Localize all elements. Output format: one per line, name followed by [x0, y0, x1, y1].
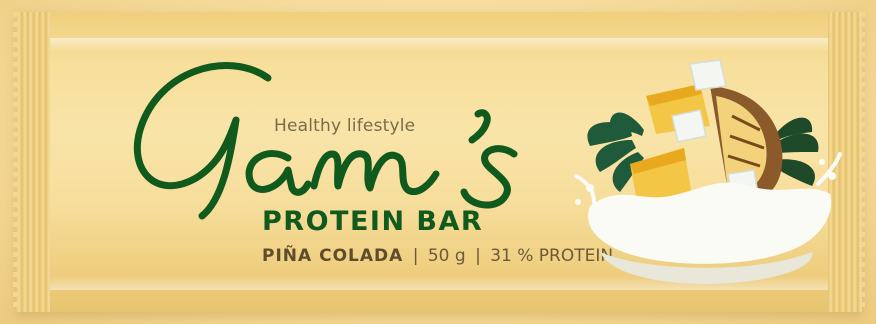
logo-letter-a	[245, 150, 312, 196]
separator: |	[412, 246, 419, 266]
protein-label: 31 % PROTEIN	[490, 246, 614, 266]
logo-letter-g	[133, 62, 272, 220]
palm-leaf-left-icon	[587, 112, 644, 192]
logo-letter-s	[460, 145, 518, 209]
product-name: PROTEIN BAR	[262, 206, 484, 237]
pineapple-coconut-milk-splash-icon	[574, 59, 842, 284]
left-serrated-edge	[13, 12, 19, 312]
separator: |	[475, 246, 481, 266]
top-foil-shine	[50, 38, 828, 52]
bottom-foil-shine	[50, 276, 828, 290]
tagline: Healthy lifestyle	[274, 116, 416, 136]
brand-logo	[133, 62, 518, 220]
left-crimp-seal	[16, 12, 50, 312]
milk-splash-icon	[574, 152, 842, 284]
weight-label: 50 g	[427, 246, 466, 266]
product-info-line: PIÑA COLADA | 50 g | 31 % PROTEIN	[262, 246, 613, 266]
palm-leaf-right-icon	[770, 117, 819, 186]
flavor-label: PIÑA COLADA	[262, 246, 404, 266]
pineapple-chunk-middle-icon	[630, 148, 692, 206]
logo-apostrophe	[468, 109, 491, 144]
logo-letter-m	[310, 150, 440, 195]
right-serrated-edge	[859, 12, 865, 312]
